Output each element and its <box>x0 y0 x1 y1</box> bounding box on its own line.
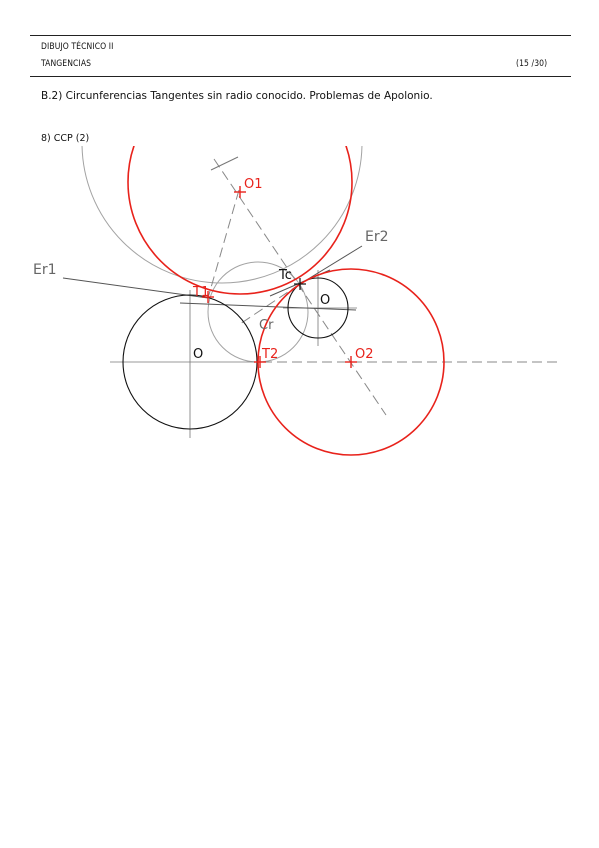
label-cr: Cr <box>259 318 274 333</box>
label-t2: T2 <box>261 347 278 362</box>
label-tc: Tc <box>278 268 292 283</box>
label-er2: Er2 <box>365 229 389 245</box>
label-er1: Er1 <box>33 262 57 278</box>
header-bottom-rule <box>30 76 571 77</box>
header-page-number: (15 /30) <box>516 59 548 69</box>
label-o-small: O <box>320 293 330 308</box>
dashed-line-tc-cr <box>239 283 301 325</box>
header-subject: DIBUJO TÉCNICO II <box>41 42 114 52</box>
label-t1: T1 <box>192 285 209 300</box>
construction-circle-large <box>81 146 363 284</box>
section-title: B.2) Circunferencias Tangentes sin radio… <box>41 90 433 102</box>
label-o-big: O <box>193 347 203 362</box>
header-top-rule <box>30 35 571 36</box>
dashed-line-o1-t1 <box>207 189 240 299</box>
label-o2: O2 <box>355 347 374 362</box>
given-circle-small <box>287 277 349 339</box>
solution-circle-o1 <box>127 146 353 295</box>
tick-mark-o1-line <box>210 156 239 171</box>
er1-line <box>179 302 357 311</box>
er1-leader-line <box>62 277 209 299</box>
label-o1: O1 <box>244 177 263 192</box>
problem-label: 8) CCP (2) <box>41 133 90 144</box>
header-topic: TANGENCIAS <box>41 59 92 69</box>
